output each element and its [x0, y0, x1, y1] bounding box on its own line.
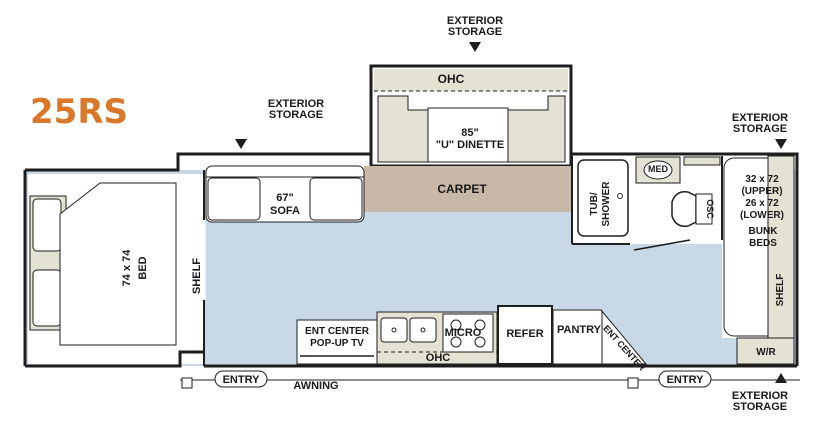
entry-left-step	[214, 370, 268, 388]
awning-label: AWNING	[293, 380, 338, 392]
bed-mattress	[59, 182, 177, 346]
ent-center-label: ENT CENTER	[305, 326, 370, 337]
dinette-label: "U" DINETTE	[436, 139, 505, 151]
exterior-storage-left: EXTERIOR STORAGE	[235, 98, 324, 149]
arrow-down-icon	[775, 139, 787, 149]
tub-label-line1: TUB/	[589, 192, 600, 216]
exterior-storage-left-line2: STORAGE	[269, 109, 323, 121]
model-name: 25RS	[30, 92, 128, 132]
bed-size-label: 74 x 74	[121, 249, 133, 287]
bunk-label-line2: BEDS	[749, 238, 777, 249]
walls	[23, 152, 799, 368]
bunk-beds: 32 x 72 (UPPER) 26 x 72 (LOWER) BUNK BED…	[722, 155, 795, 365]
sofa-cushion-right	[309, 177, 363, 221]
exterior-storage-right-bottom-line2: STORAGE	[733, 401, 787, 413]
bunk-upper-size: 32 x 72	[745, 174, 779, 185]
arrow-down-icon	[469, 42, 481, 52]
exterior-storage-right-top-line2: STORAGE	[733, 123, 787, 135]
ohc-cabinet-top	[374, 69, 568, 91]
pantry-label: PANTRY	[557, 324, 602, 336]
osc-label: OSC	[705, 199, 715, 219]
sofa-cushion-left	[207, 177, 261, 221]
exterior-bottom: ENTRY AWNING ENTRY	[180, 370, 800, 392]
burner-icon	[474, 336, 486, 348]
tub-shower	[577, 159, 629, 237]
bunk-label-line1: BUNK	[749, 226, 779, 237]
toilet-tank	[695, 193, 713, 225]
ohc-kitchen-label: OHC	[426, 352, 451, 364]
exterior-storage-top-line1: EXTERIOR	[447, 15, 503, 27]
awning-bracket-icon	[181, 377, 193, 389]
drain-icon	[617, 193, 623, 199]
carpet-label: CARPET	[437, 182, 487, 196]
exterior-storage-top-line2: STORAGE	[448, 26, 502, 38]
bunk-shelf	[767, 155, 795, 339]
drain-icon	[391, 327, 397, 333]
refer-label: REFER	[506, 328, 543, 340]
dinette-table	[427, 107, 509, 163]
shelf-right-label: SHELF	[775, 274, 786, 307]
exterior-storage-top: EXTERIOR STORAGE	[447, 15, 503, 52]
entry-right-step	[658, 370, 712, 388]
bath-door-swing	[633, 239, 691, 251]
sofa-label: SOFA	[270, 205, 300, 217]
sink-right-icon	[409, 317, 437, 343]
pillow-top	[32, 198, 62, 252]
burner-icon	[450, 319, 462, 331]
sink-icon	[643, 160, 673, 180]
slideout-dinette: OHC 85" "U" DINETTE	[369, 64, 573, 168]
ohc-top-label: OHC	[438, 72, 465, 86]
bed-label: BED	[137, 256, 149, 279]
sofa-size-label: 67"	[276, 192, 293, 204]
exterior-storage-right-top: EXTERIOR STORAGE	[732, 112, 788, 149]
cooktop	[442, 313, 494, 353]
carpet-area	[364, 166, 572, 212]
micro-label: MICRO	[445, 327, 482, 339]
sink-left-icon	[380, 317, 408, 343]
pantry	[552, 309, 648, 365]
arrow-down-icon	[235, 139, 247, 149]
bunk-upper-label: (UPPER)	[741, 186, 782, 197]
med-label: MED	[648, 164, 669, 174]
awning-bracket-icon	[627, 377, 639, 389]
refrigerator	[497, 305, 553, 365]
bath-shelf	[683, 156, 721, 166]
exterior-storage-right-bottom: EXTERIOR STORAGE	[732, 373, 788, 413]
wall-bottom-left	[25, 350, 204, 368]
drain-icon	[420, 327, 426, 333]
bathroom: TUB/ SHOWER MED OSC	[572, 156, 722, 251]
popup-tv-label: POP-UP TV	[310, 338, 364, 349]
exterior-storage-right-top-line1: EXTERIOR	[732, 112, 788, 124]
exterior-storage-right-bottom-line1: EXTERIOR	[732, 390, 788, 402]
tub-label-line2: SHOWER	[601, 181, 612, 227]
exterior-storage-left-line1: EXTERIOR	[268, 98, 324, 110]
shelf-left-label: SHELF	[191, 258, 203, 294]
sofa: 67" SOFA	[205, 165, 365, 223]
entry-left-label: ENTRY	[223, 374, 261, 386]
wall-top-left	[25, 152, 373, 172]
burner-icon	[474, 319, 486, 331]
wardrobe-label: W/R	[756, 347, 776, 358]
entry-right-label: ENTRY	[667, 374, 705, 386]
arrow-up-icon	[775, 373, 787, 383]
toilet-icon	[671, 190, 697, 228]
bunk-lower-label: (LOWER)	[740, 210, 784, 221]
bunk-lower-size: 26 x 72	[745, 198, 779, 209]
wardrobe	[736, 337, 795, 365]
dinette-size-label: 85"	[461, 127, 478, 139]
burner-icon	[450, 336, 462, 348]
pillow-bottom	[32, 269, 62, 327]
bedroom: 74 x 74 BED SHELF	[28, 174, 204, 364]
